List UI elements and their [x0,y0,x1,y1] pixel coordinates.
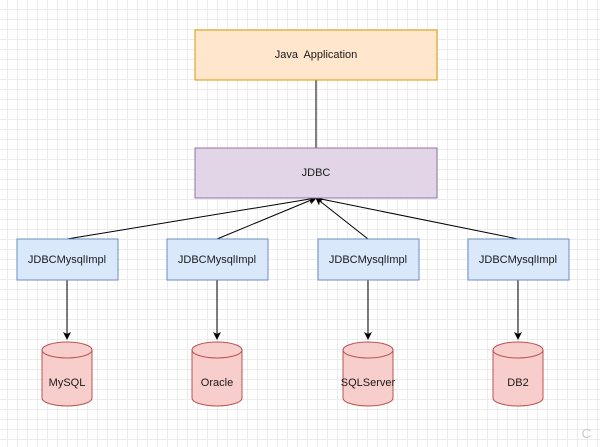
oracle-database-node[interactable]: Oracle [191,341,243,407]
db2-label: DB2 [507,377,528,389]
impl-node-1[interactable]: JDBCMysqlImpl [16,238,119,281]
db2-cylinder-icon [492,341,544,407]
impl-box-2 [166,238,269,281]
impl-label-1: JDBCMysqlImpl [28,254,106,266]
oracle-label: Oracle [201,377,233,389]
db2-database-node[interactable]: DB2 [492,341,544,407]
impl-label-3: JDBCMysqlImpl [329,254,407,266]
impl-node-2[interactable]: JDBCMysqlImpl [166,238,269,281]
mysql-cylinder-icon [41,341,93,407]
edge-impl-4-to-jdbc [315,195,519,240]
sqlserver-label: SQLServer [341,377,396,389]
impl-node-4[interactable]: JDBCMysqlImpl [467,238,570,281]
mysql-database-node[interactable]: MySQL [41,341,93,407]
edges-group [63,80,522,340]
edge-impl-1-to-jdbc [66,195,317,240]
oracle-cylinder-rim [191,349,243,359]
impl-label-4: JDBCMysqlImpl [479,254,557,266]
watermark: C [581,426,592,441]
mysql-cylinder-rim [41,349,93,359]
jdbc-node[interactable]: JDBC [194,147,438,199]
sqlserver-database-node[interactable]: SQLServer [341,341,396,407]
java-application-box [194,29,438,81]
impl-label-2: JDBCMysqlImpl [178,254,256,266]
jdbc-box [194,147,438,199]
edge-impl-3-to-jdbc [315,197,369,240]
sqlserver-cylinder-icon [342,341,394,407]
sqlserver-cylinder-rim [342,349,394,359]
oracle-cylinder-icon [191,341,243,407]
jdbc-label: JDBC [302,167,331,179]
impl-node-3[interactable]: JDBCMysqlImpl [317,238,420,281]
impl-box-4 [467,238,570,281]
java-application-node[interactable]: Java Application [194,29,438,81]
impl-box-1 [16,238,119,281]
impl-box-3 [317,238,420,281]
edge-impl-2-to-jdbc [216,196,317,240]
mysql-label: MySQL [49,377,86,389]
java-application-label: Java Application [275,49,358,61]
db2-cylinder-rim [492,349,544,359]
